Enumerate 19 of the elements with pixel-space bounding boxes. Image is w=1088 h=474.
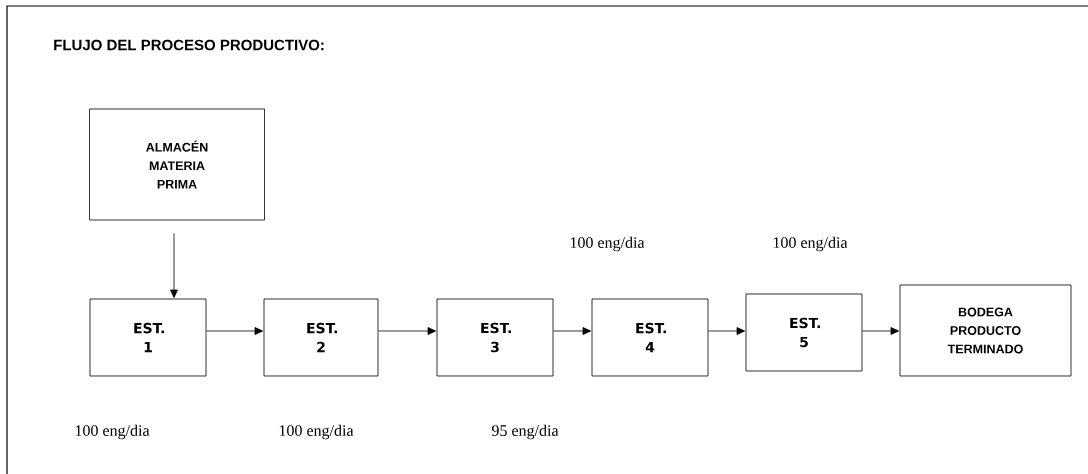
title: FLUJO DEL PROCESO PRODUCTIVO:: [54, 39, 324, 51]
process-box: EST. 1: [89, 298, 207, 377]
process-box: EST. 2: [263, 298, 379, 377]
arrow: [378, 327, 436, 335]
process-box: BODEGA PRODUCTO TERMINADO: [899, 284, 1072, 377]
rate-label: 100 eng/dia: [773, 236, 848, 252]
rate-label: 95 eng/dia: [492, 424, 559, 440]
arrow: [553, 327, 591, 335]
rate-label: 100 eng/dia: [75, 424, 150, 440]
rate-label: 100 eng/dia: [279, 424, 354, 440]
arrow: [206, 327, 264, 335]
process-box: EST. 5: [745, 293, 863, 372]
arrow: [862, 327, 899, 335]
process-box: EST. 4: [591, 298, 709, 377]
arrow: [708, 327, 745, 335]
arrow: [170, 233, 178, 298]
process-box: ALMACÉN MATERIA PRIMA: [89, 108, 265, 221]
rate-label: 100 eng/dia: [570, 236, 645, 252]
process-box: EST. 3: [436, 298, 554, 377]
